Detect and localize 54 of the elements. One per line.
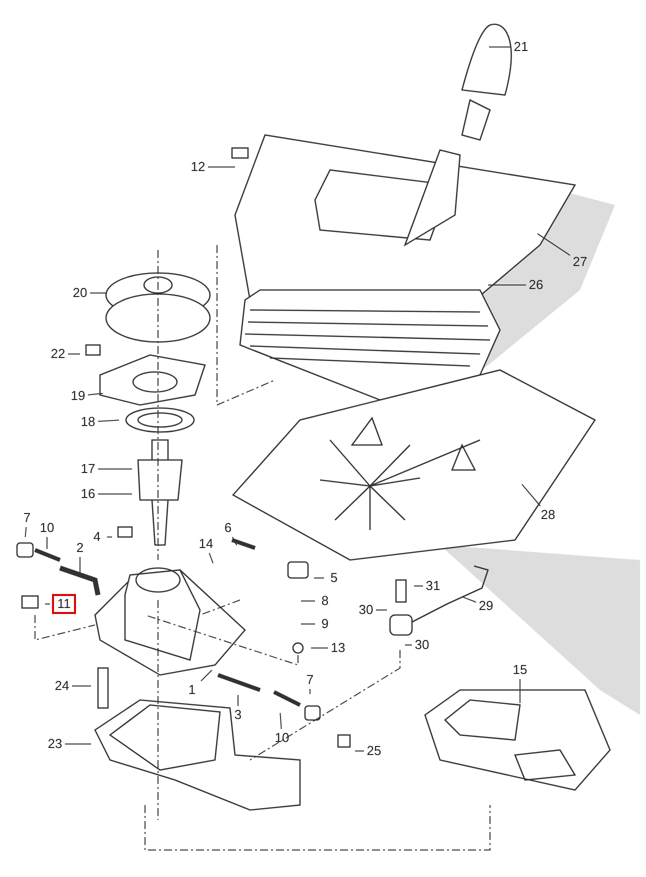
- leader-line: [208, 552, 214, 564]
- callout-number: 11: [52, 594, 76, 614]
- callout-number: 27: [570, 254, 590, 270]
- callout-number: 24: [52, 678, 72, 694]
- leader-line: [106, 536, 112, 538]
- leader-line: [300, 600, 316, 602]
- leader-line: [488, 284, 526, 286]
- leader-line: [521, 484, 541, 506]
- callout-number: 2: [74, 540, 86, 556]
- callout-number: 25: [364, 743, 384, 759]
- leader-line: [90, 292, 108, 294]
- callout-number: 1: [186, 682, 198, 698]
- callout-number: 9: [319, 616, 331, 632]
- leader-line: [98, 420, 120, 422]
- leader-line: [24, 526, 27, 538]
- callout-number: 20: [70, 285, 90, 301]
- callout-number: 16: [78, 486, 98, 502]
- callout-number: 22: [48, 346, 68, 362]
- callout-number: 29: [476, 598, 496, 614]
- callout-number: 5: [328, 570, 340, 586]
- callout-number: 31: [423, 578, 443, 594]
- callout-number: 13: [328, 640, 348, 656]
- leader-line: [488, 46, 512, 48]
- leader-line: [208, 166, 236, 168]
- callout-number: 15: [510, 662, 530, 678]
- callout-number: 18: [78, 414, 98, 430]
- callout-number: 28: [538, 507, 558, 523]
- callout-number: 30: [412, 637, 432, 653]
- callout-number: 8: [319, 593, 331, 609]
- callout-number: 17: [78, 461, 98, 477]
- callout-number: 3: [232, 707, 244, 723]
- callout-number: 23: [45, 736, 65, 752]
- leader-line: [232, 536, 238, 546]
- callout-number: 19: [68, 388, 88, 404]
- leader-line: [537, 233, 570, 256]
- leader-line: [98, 468, 132, 470]
- leader-line: [200, 670, 212, 682]
- callout-number: 12: [188, 159, 208, 175]
- callout-number: 26: [526, 277, 546, 293]
- callout-number: 30: [356, 602, 376, 618]
- callout-number: 14: [196, 536, 216, 552]
- leader-line: [88, 392, 104, 396]
- callout-number: 10: [272, 730, 292, 746]
- leader-line: [280, 712, 282, 730]
- leader-line: [354, 750, 364, 752]
- callout-number: 7: [304, 672, 316, 688]
- callout-number: 4: [91, 529, 103, 545]
- callout-number: 6: [222, 520, 234, 536]
- callout-number: 7: [21, 510, 33, 526]
- callout-number: 21: [511, 39, 531, 55]
- leader-line: [46, 536, 48, 550]
- leader-line: [462, 596, 476, 603]
- leader-line: [404, 644, 412, 646]
- callout-number: 10: [37, 520, 57, 536]
